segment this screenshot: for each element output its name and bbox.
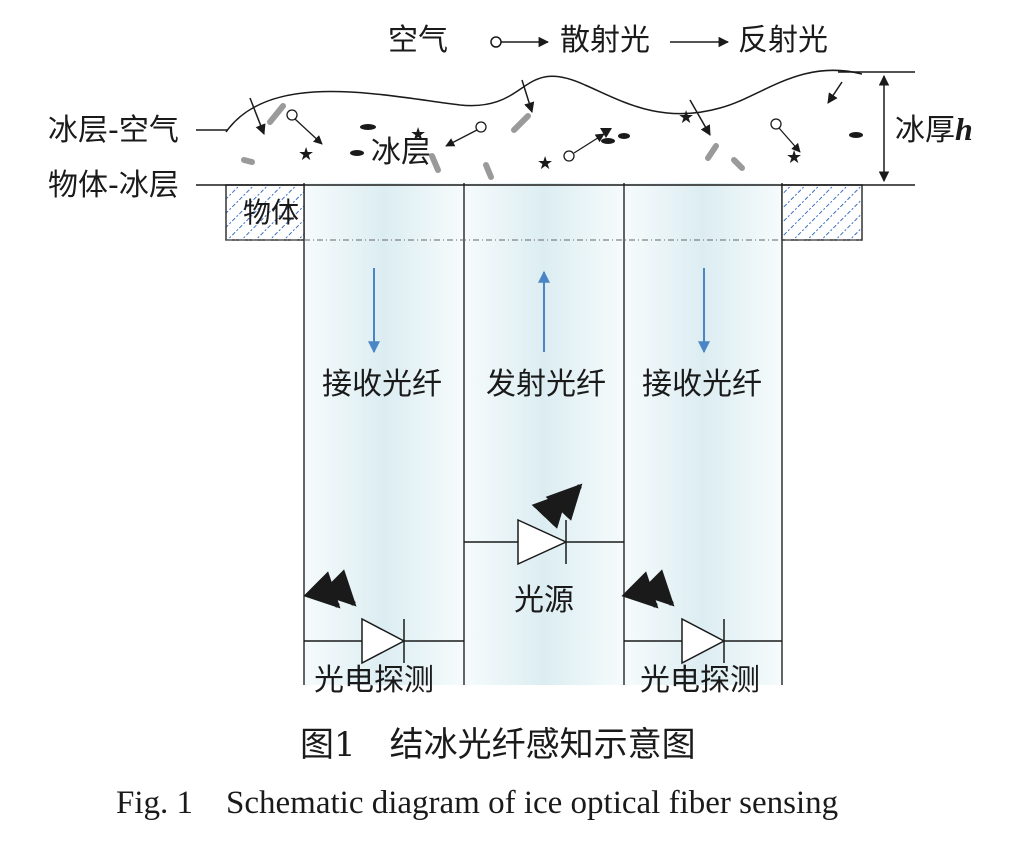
ice-debris-gray [241,103,745,180]
detect-right-ray-2 [637,569,675,607]
reflected-light-arrows [249,79,843,136]
center-emit-fiber-label: 发射光纤 [486,367,606,402]
ice-thickness-symbol: h [955,111,973,147]
ice-layer-label: 冰层 [371,135,431,170]
left-receive-fiber-label: 接收光纤 [322,367,442,402]
legend: 空气 散射光 反射光 [388,23,828,58]
scatter-legend-circle [490,36,502,48]
object-block-left [225,184,305,241]
caption-english: Fig. 1 Schematic diagram of ice optical … [116,785,838,821]
light-source-diode [464,483,624,566]
legend-air-label: 空气 [388,23,448,58]
ice-debris-black [350,124,863,156]
svg-text:★: ★ [786,147,802,168]
left-receive-fiber [304,183,464,685]
right-receive-fiber-label: 接收光纤 [642,367,762,402]
photodetector-right-label: 光电探测 [640,663,760,698]
ice-thickness-label: 冰厚h [895,111,973,148]
photodetector-right [621,569,782,665]
svg-text:★: ★ [678,107,694,128]
object-block-right [781,184,863,241]
light-source-label: 光源 [514,583,574,618]
svg-text:★: ★ [410,124,426,145]
center-emit-fiber [464,183,624,685]
ice-stars: ★ ★ ★ ★ ★ [298,107,802,174]
ice-air-surface [225,69,863,133]
fiber-bundle [303,183,783,685]
scattered-light-arrows [286,109,801,162]
right-receive-fiber [624,183,782,685]
ice-triangle [600,128,612,138]
svg-text:★: ★ [537,153,553,174]
object-ice-interface-label: 物体-冰层 [48,168,179,203]
emit-ray-2 [545,483,583,521]
legend-reflected-label: 反射光 [738,23,828,58]
detect-left-ray-2 [319,569,357,607]
svg-text:★: ★ [298,144,314,165]
caption-chinese: 图1 结冰光纤感知示意图 [300,725,696,765]
ice-air-interface-label: 冰层-空气 [48,113,179,148]
photodetector-left [303,569,464,665]
legend-scattered-label: 散射光 [560,23,650,58]
object-label: 物体 [243,196,299,229]
photodetector-left-label: 光电探测 [314,663,434,698]
